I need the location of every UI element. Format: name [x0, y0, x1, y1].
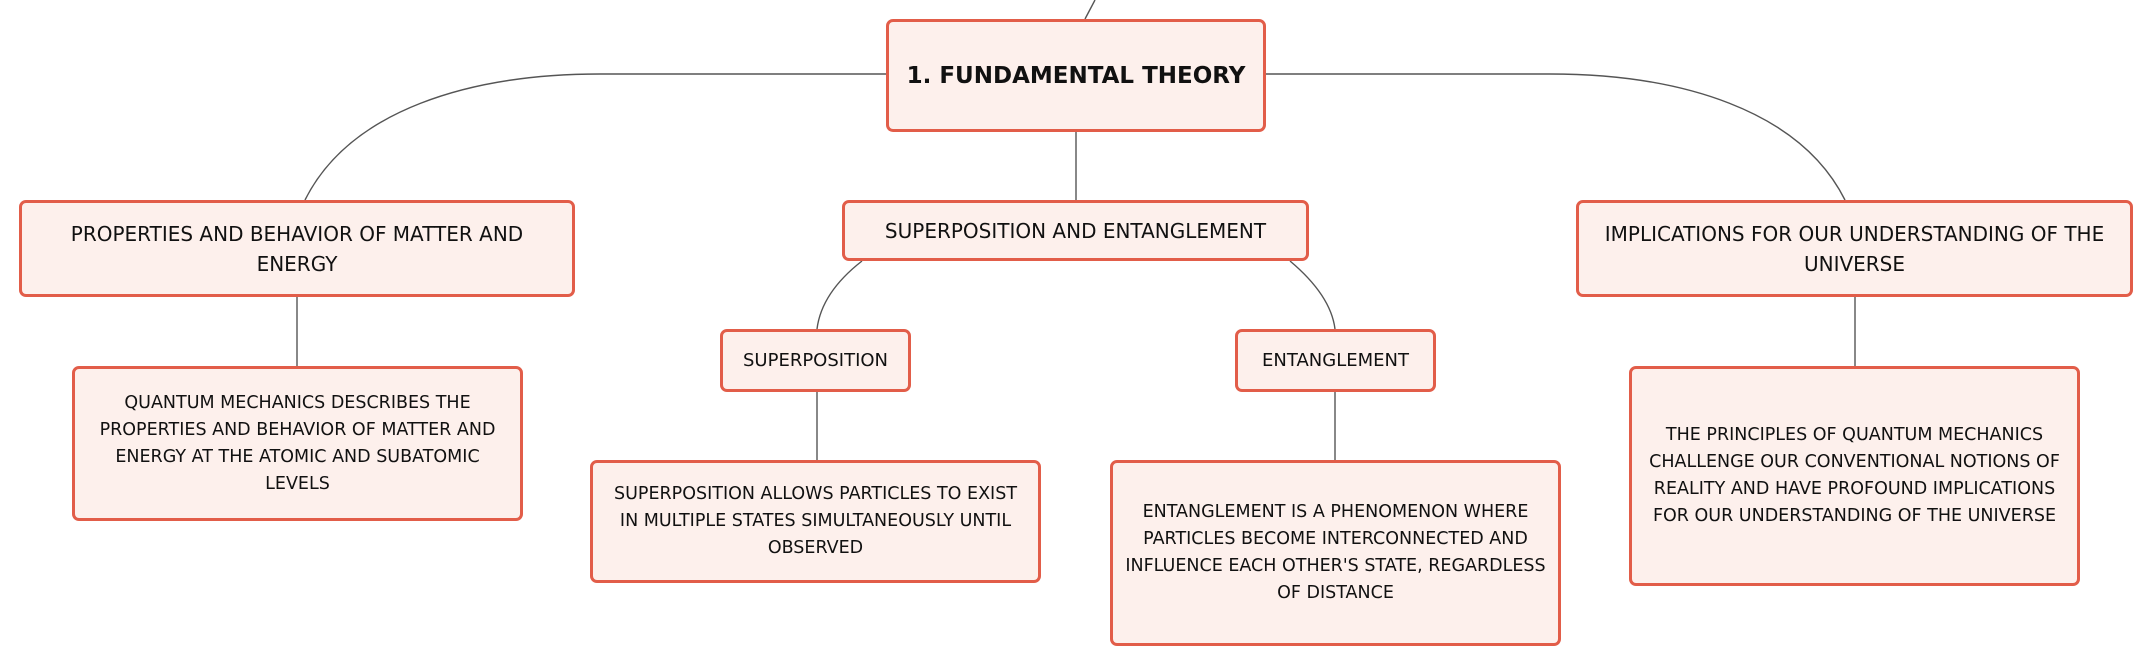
- node-implications[interactable]: IMPLICATIONS FOR OUR UNDERSTANDING OF TH…: [1576, 200, 2133, 297]
- node-label: SUPERPOSITION: [742, 349, 889, 371]
- connector-to-parent: [1084, 0, 1096, 20]
- node-detail-text: THE PRINCIPLES OF QUANTUM MECHANICS CHAL…: [1649, 425, 2060, 526]
- node-quantum-mechanics-detail[interactable]: QUANTUM MECHANICS DESCRIBES THE PROPERTI…: [72, 366, 523, 521]
- node-implications-detail[interactable]: THE PRINCIPLES OF QUANTUM MECHANICS CHAL…: [1629, 366, 2080, 586]
- root-node[interactable]: 1. FUNDAMENTAL THEORY: [886, 19, 1266, 132]
- node-label: SUPERPOSITION AND ENTANGLEMENT: [884, 218, 1267, 243]
- node-detail-text: ENTANGLEMENT IS A PHENOMENON WHERE PARTI…: [1125, 502, 1546, 603]
- node-superposition-entanglement[interactable]: SUPERPOSITION AND ENTANGLEMENT: [842, 200, 1309, 261]
- node-entanglement-detail[interactable]: ENTANGLEMENT IS A PHENOMENON WHERE PARTI…: [1110, 460, 1561, 646]
- root-label: 1. FUNDAMENTAL THEORY: [906, 62, 1246, 89]
- node-detail-text: SUPERPOSITION ALLOWS PARTICLES TO EXIST …: [613, 484, 1018, 558]
- connector-to-superposition: [816, 260, 863, 330]
- node-detail-text: QUANTUM MECHANICS DESCRIBES THE PROPERTI…: [99, 392, 496, 494]
- node-label: PROPERTIES AND BEHAVIOR OF MATTER AND EN…: [70, 221, 524, 276]
- node-label: IMPLICATIONS FOR OUR UNDERSTANDING OF TH…: [1604, 221, 2105, 276]
- node-label: ENTANGLEMENT: [1262, 349, 1409, 371]
- connector-root-to-implications: [1266, 73, 1846, 201]
- node-superposition[interactable]: SUPERPOSITION: [720, 329, 911, 392]
- node-properties-behavior[interactable]: PROPERTIES AND BEHAVIOR OF MATTER AND EN…: [19, 200, 575, 297]
- connector-root-to-properties: [304, 73, 886, 201]
- connector-to-entanglement: [1289, 260, 1336, 330]
- node-superposition-detail[interactable]: SUPERPOSITION ALLOWS PARTICLES TO EXIST …: [590, 460, 1041, 583]
- node-entanglement[interactable]: ENTANGLEMENT: [1235, 329, 1436, 392]
